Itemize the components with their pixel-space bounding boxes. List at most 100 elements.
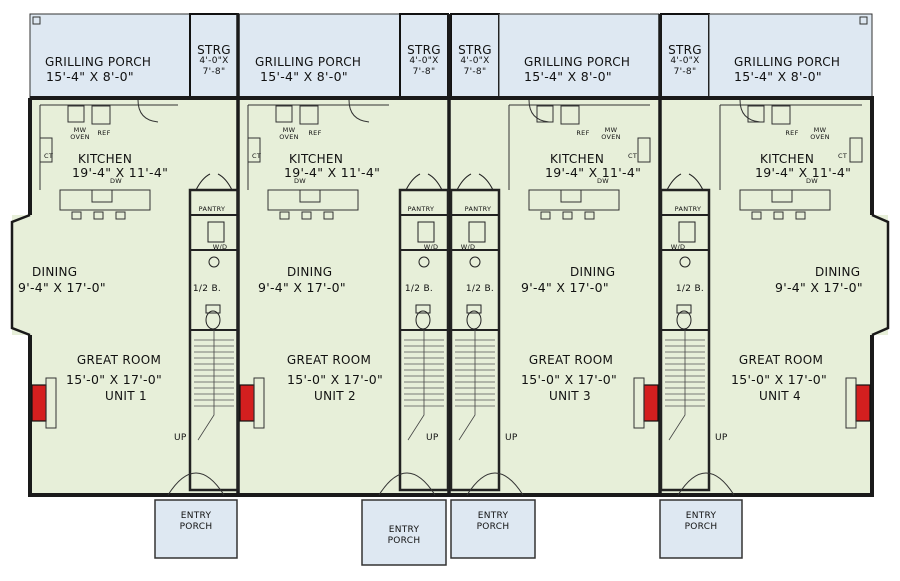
bar-stool [301,211,312,220]
half-bath-label: 1/2 B. [192,284,222,294]
toilet-bowl [676,310,692,330]
entry-porch-label-line2: PORCH [387,536,421,546]
cooktop [849,137,863,163]
unit-2-floor [238,98,449,495]
kitchen-sink [771,189,793,203]
unit-label: UNIT 3 [549,389,591,403]
dining-dimensions: 9'-4" X 17'-0" [258,280,346,295]
hearth [845,377,857,429]
bar-stool [115,211,126,220]
great-room-dimensions: 15'-0" X 17'-0" [65,372,163,387]
great-room-label: GREAT ROOM [528,353,614,367]
toilet-bowl [466,310,482,330]
dining-label: DINING [815,265,861,279]
grilling-porch-area [237,13,401,99]
stair-direction-line [458,330,476,441]
entry-porch-area [450,499,536,559]
bar-stool [751,211,762,220]
lavatory-sink [418,256,430,268]
washer-dryer-label: W/D [670,243,686,251]
front-door-swing [167,472,225,496]
oven-box [747,105,765,123]
exterior-wall [28,96,874,497]
entry-porches [154,499,743,566]
kitchen-counter [508,104,650,190]
grilling-porch-area [498,13,660,99]
unit-1-floor [12,98,238,495]
storage-dimensions-width: 4'-0"X [199,56,229,66]
kitchen-dimensions: 19'-4" X 11'-4" [755,165,852,180]
great-room-dimensions: 15'-0" X 17'-0" [286,372,384,387]
refrigerator-label: REF [97,129,111,137]
stair-up-label: UP [426,433,439,443]
stair-direction-line [668,330,686,441]
storage-dimensions-width: 4'-0"X [460,56,490,66]
grilling-porch-label: GRILLING PORCH [734,55,841,69]
washer-dryer [678,221,696,243]
unit-label: UNIT 2 [314,389,356,403]
oven-label: OVEN [601,133,621,141]
kitchen-sink [91,189,113,203]
core-wall [188,188,240,492]
cooktop-label: CT [838,152,848,160]
dining-dimensions: 9'-4" X 17'-0" [18,280,106,295]
dining-bay-wall-right [871,213,890,337]
half-bath-label: 1/2 B. [404,284,434,294]
entry-porch-label: ENTRY [388,525,420,535]
bar-stool [323,211,334,220]
microwave-label: MW [604,126,618,134]
pantry-door-swing [195,173,233,191]
grilling-porch-area [708,13,873,99]
dining-label: DINING [32,265,78,279]
stair-up-label: UP [715,433,728,443]
washer-dryer-label: W/D [460,243,476,251]
storage-dimensions-width: 4'-0"X [670,56,700,66]
cooktop-label: CT [252,152,262,160]
pantry-label: PANTRY [407,205,435,213]
great-room-label: GREAT ROOM [76,353,162,367]
storage-label: STRG [407,43,441,57]
refrigerator-box [91,105,111,125]
fixtures [31,99,871,496]
storage-dimensions-width: 4'-0"X [409,56,439,66]
grilling-porch-label: GRILLING PORCH [255,55,362,69]
refrigerator-label: REF [308,129,322,137]
washer-dryer [417,221,435,243]
fireplace [31,384,47,422]
refrigerator-box [299,105,319,125]
microwave-label: MW [813,126,827,134]
bar-stool [71,211,82,220]
back-door-swing [137,99,159,123]
kitchen-dimensions: 19'-4" X 11'-4" [284,165,381,180]
kitchen-counter [719,104,862,190]
grilling-porch-dimensions: 15'-4" X 8'-0" [524,69,612,84]
refrigerator-box [560,105,580,125]
back-door-swing [739,99,761,123]
microwave-label: MW [282,126,296,134]
core-wall [449,188,501,492]
entry-porch-label: ENTRY [477,511,509,521]
great-room-dimensions: 15'-0" X 17'-0" [520,372,618,387]
kitchen-label: KITCHEN [289,152,344,166]
storage-dimensions-length: 7'-8" [673,67,697,77]
kitchen-dimensions: 19'-4" X 11'-4" [545,165,642,180]
cooktop-label: CT [44,152,54,160]
washer-dryer [468,221,486,243]
pantry-label: PANTRY [674,205,702,213]
great-room-dimensions: 15'-0" X 17'-0" [730,372,828,387]
cooktop [39,137,53,163]
stair-direction-line [197,330,215,441]
dishwasher-label: DW [805,177,819,185]
unit-label: UNIT 1 [105,389,147,403]
pantry-door-swing [456,173,494,191]
half-bath-label: 1/2 B. [675,284,705,294]
toilet-tank [676,304,692,314]
toilet-tank [466,304,482,314]
entry-porch-label-line2: PORCH [179,522,213,532]
toilet-tank [415,304,431,314]
storage-area [189,13,239,99]
back-door-swing [528,99,550,123]
back-door-swing [348,99,370,123]
